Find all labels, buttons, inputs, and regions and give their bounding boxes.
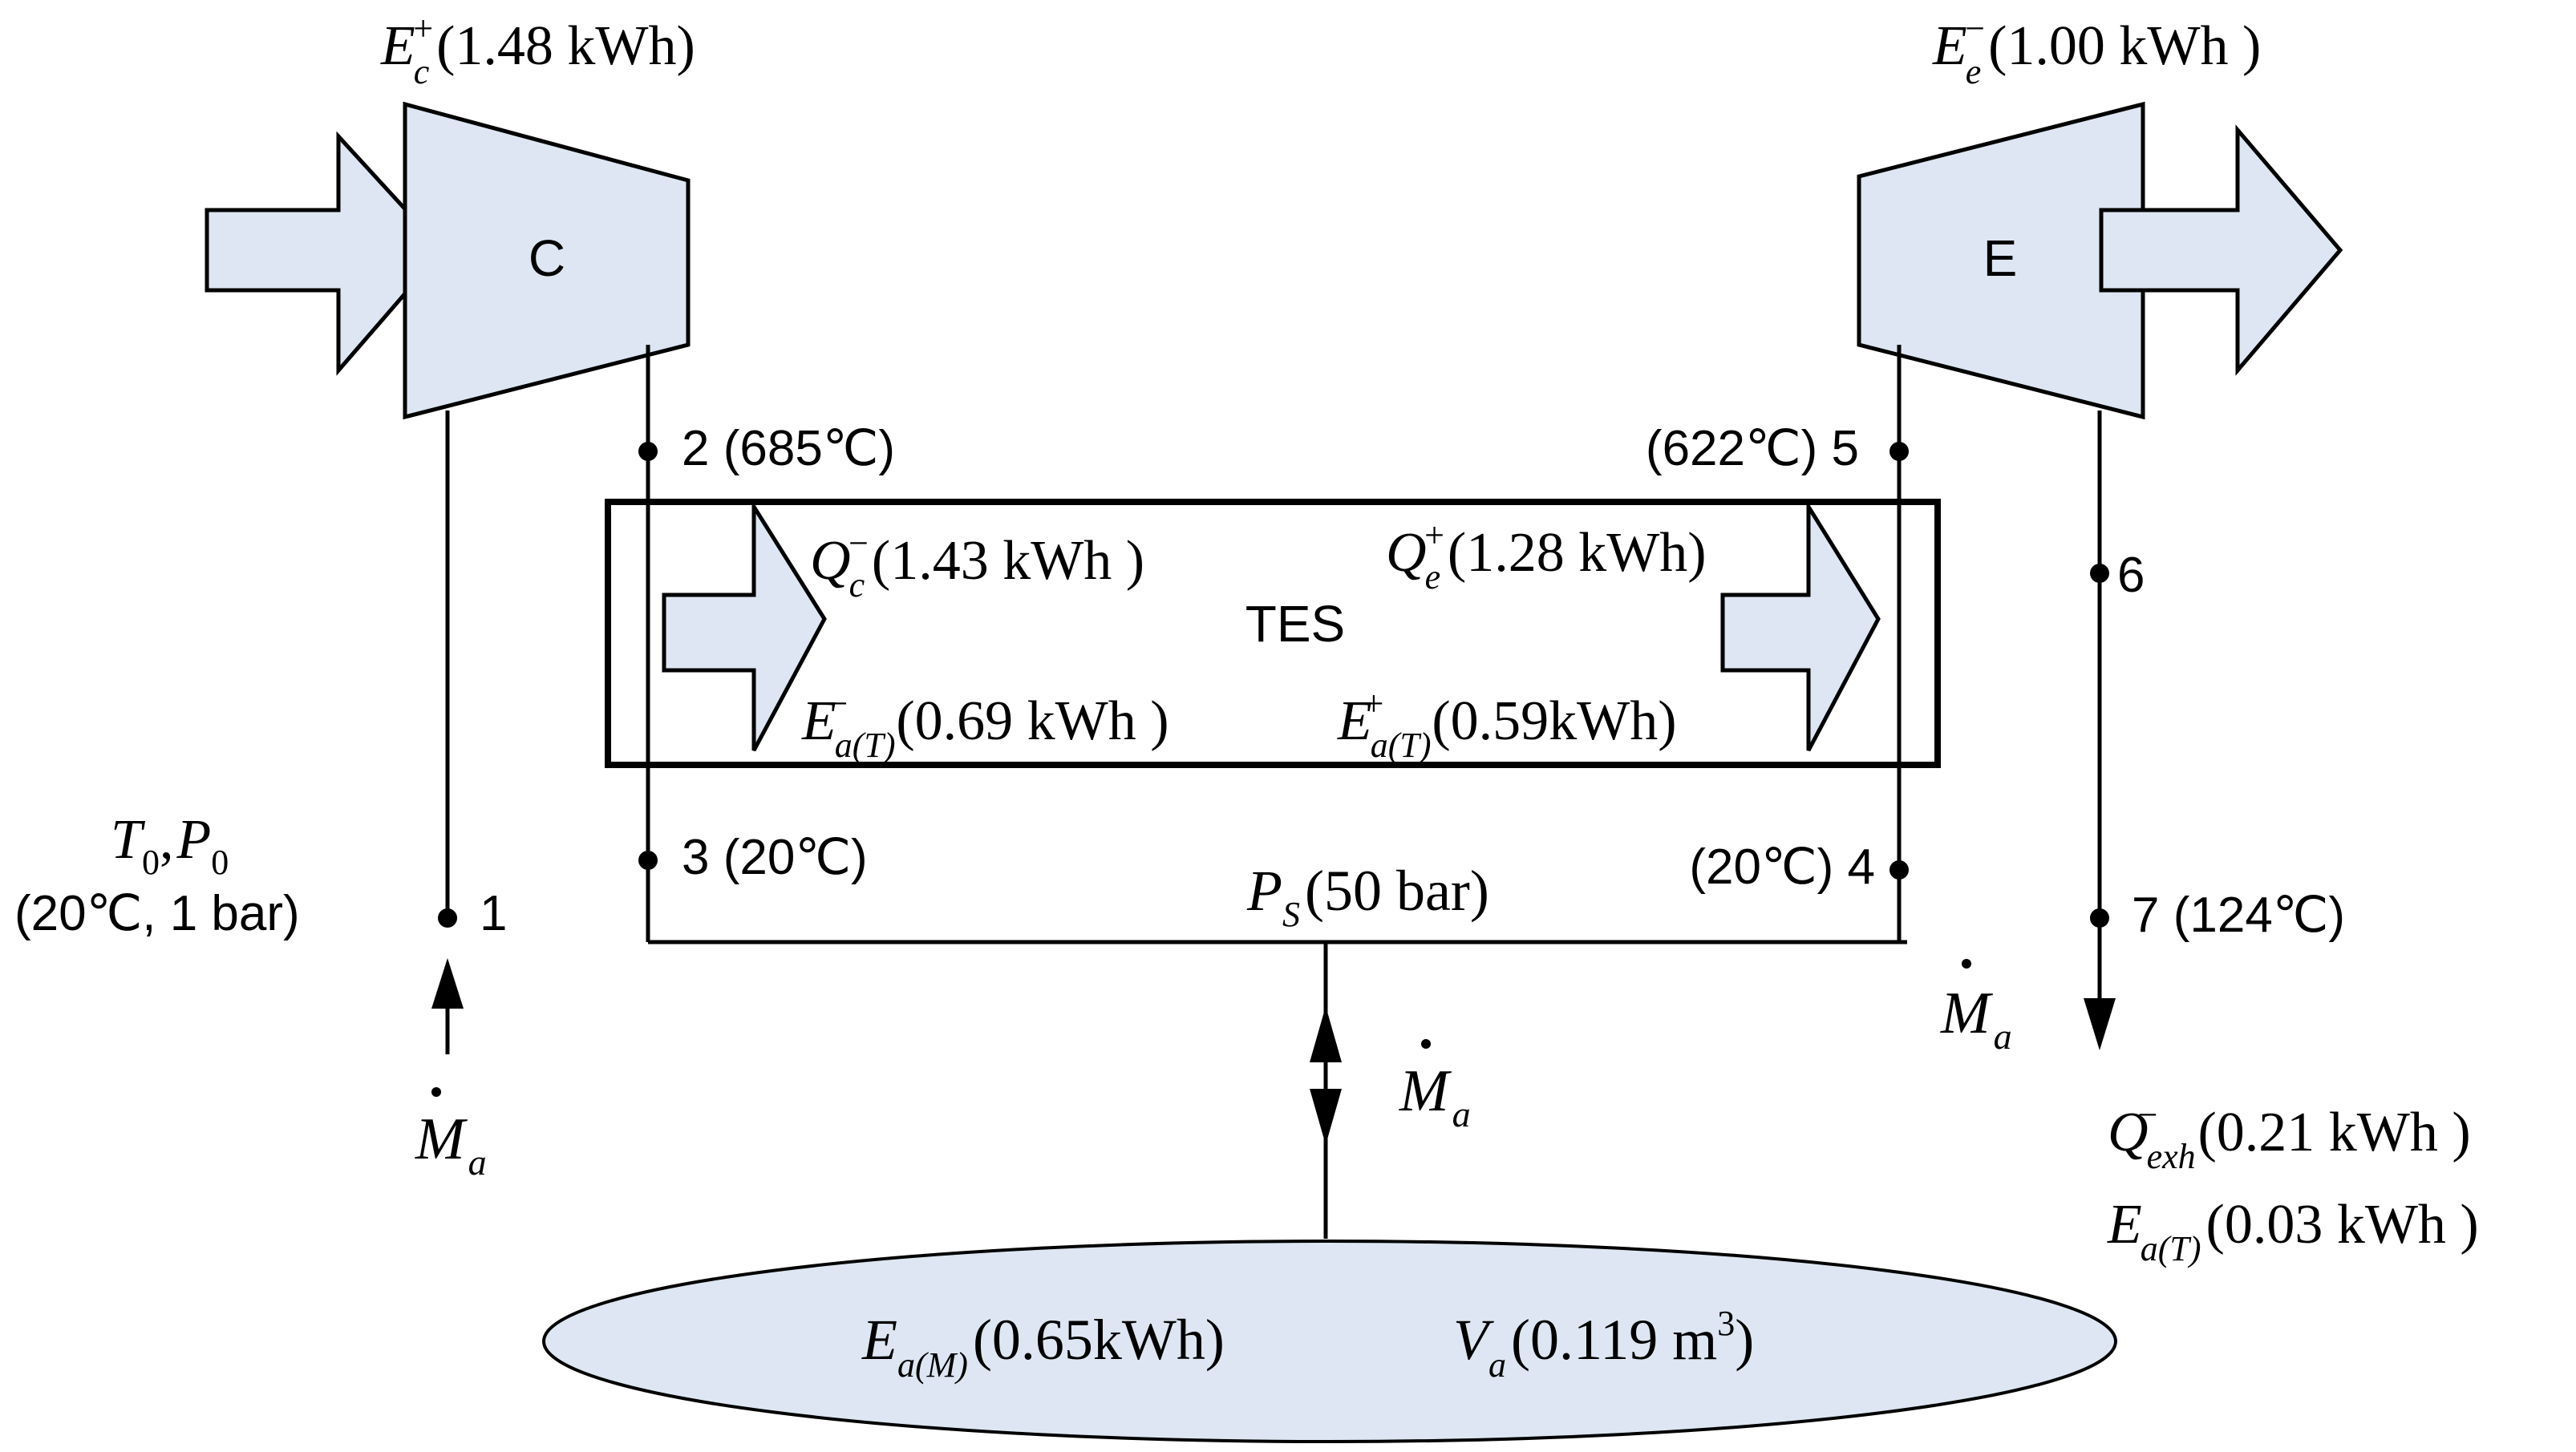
tes-label: TES [1245,595,1345,653]
pipes [445,345,2102,1239]
state-point-4 [1889,860,1909,880]
compressor-label: C [529,229,565,287]
storage-pressure-label: PS(50 bar) [1246,859,1489,934]
outlet-flow-label: Ma [1940,981,2012,1057]
state-label-1: 1 [480,886,507,941]
storage-exergy-label: Ea(M)(0.65kWh) [861,1308,1225,1385]
tes-exergy-discharge-label: Ea(T)+(0.59kWh) [1337,684,1677,765]
state-point-7 [2090,908,2109,928]
state-points [438,442,2109,928]
state-point-3 [638,851,658,870]
inlet-flow-label: Ma [415,1106,487,1183]
tes-box [605,499,1941,768]
storage-flow-arrow-up [1310,1006,1342,1062]
state-label-7: 7 (124℃) [2132,888,2345,943]
storage-tank [542,1240,2117,1443]
state-label-5: (622℃) 5 [1646,421,1859,476]
expander-body [1857,101,2145,420]
ambient-conditions-label: (20℃, 1 bar) [14,886,300,941]
tes-exergy-charge-label: Ea(T)−(0.69 kWh ) [801,684,1169,765]
expander-energy-label: Ee−(1.00 kWh ) [1932,9,2261,91]
tes-qe-label: Qe+(1.28 kWh) [1386,516,1707,597]
state-label-3: 3 (20℃) [682,830,868,885]
tes-charge-arrow [662,500,827,752]
compressor-input-arrow [205,131,446,376]
expander-label: E [1983,229,2018,287]
storage-flow-label: Ma [1399,1058,1471,1135]
exhaust-exergy-label: Ea(T)(0.03 kWh ) [2107,1194,2479,1268]
expander-output-arrow [2099,124,2343,376]
storage-volume-label: Va(0.119 m3) [1453,1304,1754,1385]
inlet-flow-dot [431,1087,441,1097]
state-point-6 [2090,564,2109,583]
inlet-flow-arrow-head [431,958,464,1009]
state-point-1 [438,908,457,928]
compressor-body [403,101,691,420]
storage-flow-arrow-down [1310,1089,1342,1145]
state-label-6: 6 [2117,548,2145,603]
compressor-energy-label: Ec+(1.48 kWh) [380,9,695,91]
outlet-flow-dot [1962,959,1971,969]
state-label-2: 2 (685℃) [682,421,895,476]
exhaust-heat-label: Qexh−(0.21 kWh ) [2108,1095,2471,1176]
storage-flow-dot [1421,1039,1431,1049]
state-point-2 [638,442,658,461]
tes-discharge-arrow [1720,500,1881,752]
ambient-tp-label: T0,P0 [111,809,229,882]
tes-qc-label: Qc−(1.43 kWh ) [810,524,1144,605]
outlet-flow-arrow-head [2084,998,2116,1050]
state-label-4: (20℃) 4 [1689,839,1875,895]
state-point-5 [1889,442,1909,461]
